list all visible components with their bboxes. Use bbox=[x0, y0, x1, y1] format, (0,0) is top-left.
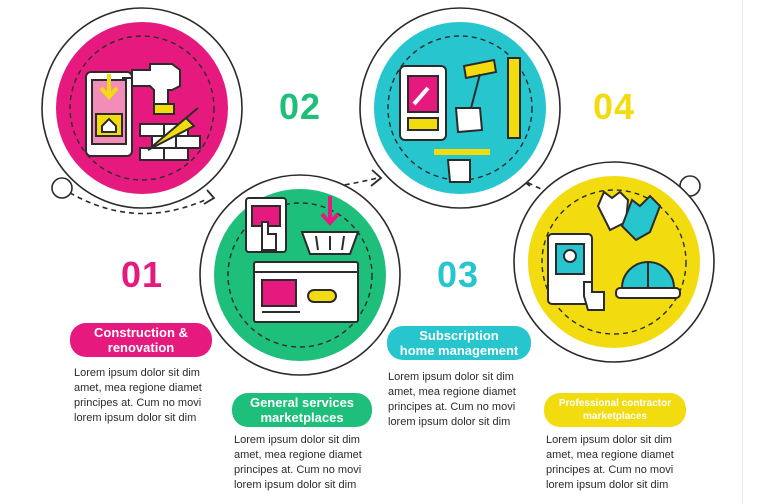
step-03-description-line: principes at. Cum no movi bbox=[388, 401, 516, 413]
page-edge-rule bbox=[742, 0, 743, 504]
step-02-title-pill: General services marketplaces bbox=[232, 393, 372, 427]
step-01-description-line: amet, mea regione diamet bbox=[74, 382, 202, 394]
step-04-title-line-1: Professional contractor bbox=[558, 398, 672, 409]
brick-wall-trowel-icon bbox=[139, 107, 201, 161]
step-04-description-line: Lorem ipsum dolor sit dim bbox=[546, 434, 672, 446]
hammer-hand-icon bbox=[454, 57, 521, 139]
step-03-title-pill: Subscription home management bbox=[387, 326, 531, 360]
step-04-description-line: amet, mea regione diamet bbox=[546, 449, 674, 461]
step-01-title-line-2: renovation bbox=[107, 340, 175, 355]
tablet-download-icon bbox=[85, 71, 133, 157]
shopping-basket-icon bbox=[300, 196, 360, 255]
step-03-title-line-2: home management bbox=[399, 343, 519, 358]
step-04-description-line: lorem ipsum dolor sit dim bbox=[546, 479, 669, 491]
drill-icon bbox=[122, 63, 181, 115]
step-03-title-line-1: Subscription bbox=[419, 328, 499, 343]
step-01-description-line: lorem ipsum dolor sit dim bbox=[74, 412, 197, 424]
connector-01-02 bbox=[61, 187, 206, 215]
step-02-description: Lorem ipsum dolor sit dim amet, mea regi… bbox=[234, 433, 386, 493]
step-number-04: 04 bbox=[592, 86, 636, 127]
touch-screen-icon bbox=[245, 197, 287, 253]
step-02-title-line-1: General services bbox=[249, 395, 355, 410]
step-02-description-line: principes at. Cum no movi bbox=[234, 464, 362, 476]
step-number-03: 03 bbox=[436, 254, 480, 295]
step-04-title-line-2: marketplaces bbox=[583, 411, 647, 422]
work-gloves-icon bbox=[596, 190, 662, 242]
step-01-title-pill: Construction & renovation bbox=[70, 323, 212, 357]
step-01-title-line-1: Construction & bbox=[94, 325, 188, 340]
step-03-description-line: amet, mea regione diamet bbox=[388, 386, 516, 398]
step-04-description-line: principes at. Cum no movi bbox=[546, 464, 674, 476]
step-04-description: Lorem ipsum dolor sit dim amet, mea regi… bbox=[546, 433, 698, 493]
step-02-title-line-2: marketplaces bbox=[260, 410, 344, 425]
wrench-hand-icon bbox=[434, 149, 490, 183]
step-04-title-pill: Professional contractor marketplaces bbox=[544, 393, 686, 427]
step-02-description-line: lorem ipsum dolor sit dim bbox=[234, 479, 357, 491]
step-02-description-line: Lorem ipsum dolor sit dim bbox=[234, 434, 360, 446]
arrowhead-01 bbox=[203, 189, 216, 205]
step-02-description-line: amet, mea regione diamet bbox=[234, 449, 362, 461]
step-number-02: 02 bbox=[278, 86, 322, 127]
step-03-description-line: lorem ipsum dolor sit dim bbox=[388, 416, 511, 428]
connector-markers bbox=[51, 175, 701, 199]
step-01-description: Lorem ipsum dolor sit dim amet, mea regi… bbox=[74, 366, 226, 426]
online-store-pay-icon bbox=[253, 261, 359, 323]
step-number-01: 01 bbox=[120, 254, 164, 295]
hard-hat-icon bbox=[615, 261, 681, 299]
step-03-description-line: Lorem ipsum dolor sit dim bbox=[388, 371, 514, 383]
step-01-description-line: Lorem ipsum dolor sit dim bbox=[74, 367, 200, 379]
connector-start-dot bbox=[51, 177, 73, 199]
step-01-description-line: principes at. Cum no movi bbox=[74, 397, 202, 409]
phone-wrench-icon bbox=[399, 65, 447, 141]
step-01-circle bbox=[41, 7, 243, 209]
step-04-circle bbox=[513, 161, 715, 363]
arrowhead-02 bbox=[370, 169, 383, 187]
contractor-profile-icon bbox=[547, 233, 605, 311]
step-03-description: Lorem ipsum dolor sit dim amet, mea regi… bbox=[388, 370, 540, 430]
